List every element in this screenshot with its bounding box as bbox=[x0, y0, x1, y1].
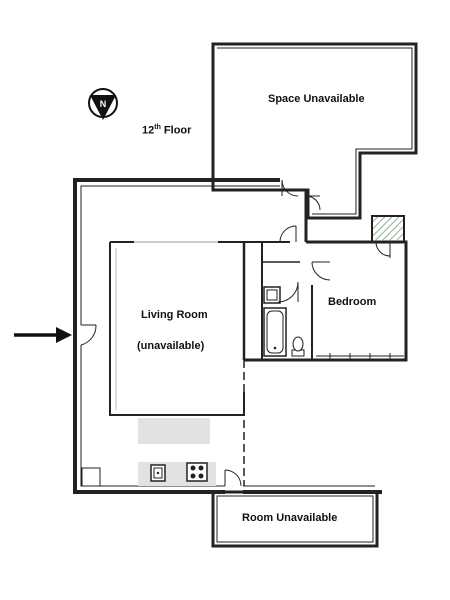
bathtub-icon bbox=[263, 307, 287, 357]
apartment-inner-wall-line bbox=[80, 185, 375, 487]
space-unavailable-label: Space Unavailable bbox=[268, 93, 365, 105]
space-unavailable-area bbox=[211, 42, 418, 220]
door-bottom-room-icon bbox=[224, 469, 242, 487]
kitchen-island bbox=[138, 418, 210, 444]
door-closet-icon bbox=[375, 241, 391, 258]
apartment-outer-wall bbox=[73, 178, 382, 494]
floor-number: 12 bbox=[142, 124, 155, 137]
living-room-label: Living Room bbox=[141, 309, 208, 321]
door-top-hall-icon bbox=[281, 179, 321, 211]
entrance-arrow-icon bbox=[14, 327, 72, 343]
floor-label: 12th Floor bbox=[142, 124, 191, 137]
bedroom-label: Bedroom bbox=[328, 296, 377, 308]
bedroom-outer-wall bbox=[244, 190, 408, 362]
north-compass-icon: N bbox=[88, 88, 118, 120]
room-unavailable-inner bbox=[216, 495, 374, 543]
door-bathroom-icon bbox=[277, 281, 299, 303]
room-unavailable-area bbox=[211, 490, 379, 548]
toilet-icon bbox=[291, 336, 305, 357]
door-bedroom-icon bbox=[311, 261, 331, 281]
kitchen-sink-icon bbox=[150, 464, 166, 482]
living-room-wall bbox=[109, 241, 245, 416]
bedroom-window bbox=[316, 353, 404, 359]
door-hall-closet-icon bbox=[279, 225, 297, 243]
space-unavailable-inner bbox=[217, 47, 413, 215]
corner-cabinet bbox=[81, 467, 101, 487]
stove-icon bbox=[186, 462, 208, 482]
bathroom-sink-icon bbox=[263, 286, 281, 304]
room-unavailable-label: Room Unavailable bbox=[242, 512, 338, 524]
floor-word: Floor bbox=[163, 124, 192, 137]
floor-suffix: th bbox=[154, 124, 161, 131]
living-room-status: (unavailable) bbox=[137, 340, 205, 352]
compass-letter: N bbox=[100, 99, 107, 109]
entrance-door-icon bbox=[80, 324, 97, 346]
closet-hatched bbox=[371, 215, 405, 243]
